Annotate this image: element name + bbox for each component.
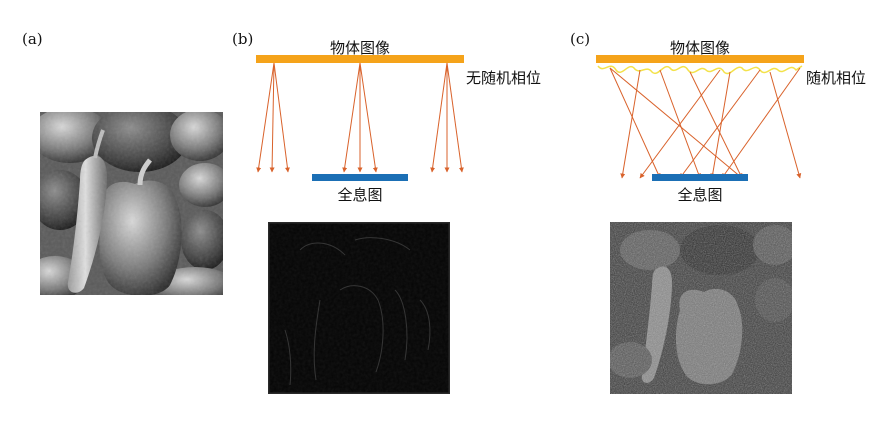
dark-reconstruction-image [268,222,450,394]
peppers-image [40,112,223,295]
panel-c-hologram-label: 全息图 [677,186,722,204]
panel-c-object-bar [596,55,804,63]
panel-b-hologram-label: 全息图 [337,186,382,204]
random-phase-wave [597,65,803,75]
panel-b-object-label: 物体图像 [330,39,390,57]
panel-b-hologram-bar [312,174,408,181]
panel-b-rays [256,62,464,173]
panel-c-rays [609,67,802,179]
panel-c-object-label: 物体图像 [670,39,730,57]
panel-b-phase-label: 无随机相位 [466,69,541,87]
panel-b-label: (b) [232,30,253,48]
speckle-reconstruction-image [610,222,792,394]
panel-a-label: (a) [22,30,43,48]
panel-b-object-bar [256,55,464,63]
panel-c-hologram-bar [652,174,748,181]
panel-c-label: (c) [570,30,590,48]
panel-c-phase-label: 随机相位 [806,69,866,87]
